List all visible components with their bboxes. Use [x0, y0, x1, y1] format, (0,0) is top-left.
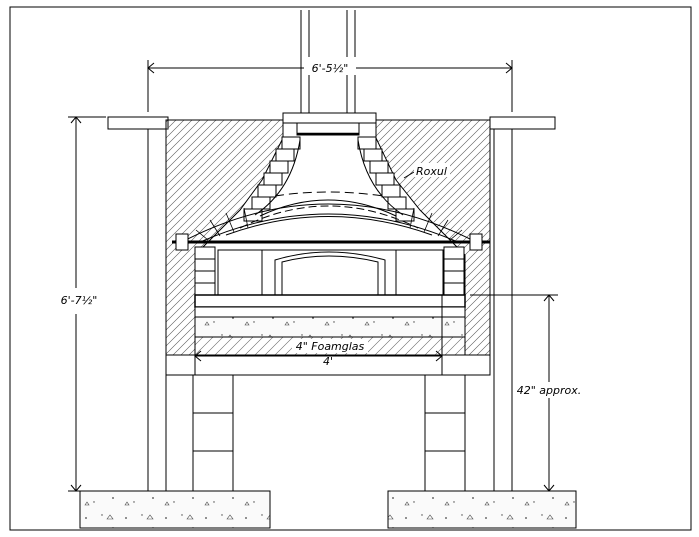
post-right — [493, 127, 513, 492]
base-slab — [165, 354, 491, 376]
dimension-top-width: 6'-5½" — [147, 57, 513, 112]
label-roxul: Roxul — [416, 165, 447, 178]
label-oven-width: 4' — [323, 355, 333, 368]
roof-slab-right — [489, 116, 556, 130]
label-top-width: 6'-5½" — [312, 62, 349, 75]
hearth-concrete — [194, 316, 466, 338]
footing-left — [79, 490, 271, 529]
cmu-column-left — [192, 374, 234, 492]
roof-slab-left — [107, 116, 169, 130]
chimney-pipe — [282, 10, 377, 136]
oven-opening — [217, 249, 444, 296]
drawing-border — [9, 6, 692, 531]
dimension-oven-width: 4' — [194, 295, 443, 375]
flue-bricks-left — [243, 136, 301, 222]
label-height: 6'-7½" — [61, 294, 98, 307]
hearth-layer — [194, 306, 466, 318]
hearth-firebrick — [194, 294, 466, 308]
dimension-height: 6'-7½" — [56, 116, 106, 492]
oven-wall-left — [194, 246, 216, 296]
oven-wall-right — [443, 246, 465, 296]
label-hearth-height: 42" approx. — [517, 384, 582, 397]
dimension-hearth-height: 42" approx. — [470, 294, 588, 492]
flue-bricks-right — [357, 136, 415, 222]
label-foamglas: 4" Foamglas — [296, 340, 365, 353]
footing-right — [387, 490, 577, 529]
smoke-chamber — [254, 139, 404, 216]
post-left — [147, 127, 167, 492]
label-roxul-group: Roxul — [403, 163, 450, 179]
tie-rod — [172, 233, 490, 251]
label-foamglas-group: 4" Foamglas — [292, 339, 368, 353]
dome-arch — [179, 191, 479, 244]
cmu-column-right — [424, 374, 466, 492]
